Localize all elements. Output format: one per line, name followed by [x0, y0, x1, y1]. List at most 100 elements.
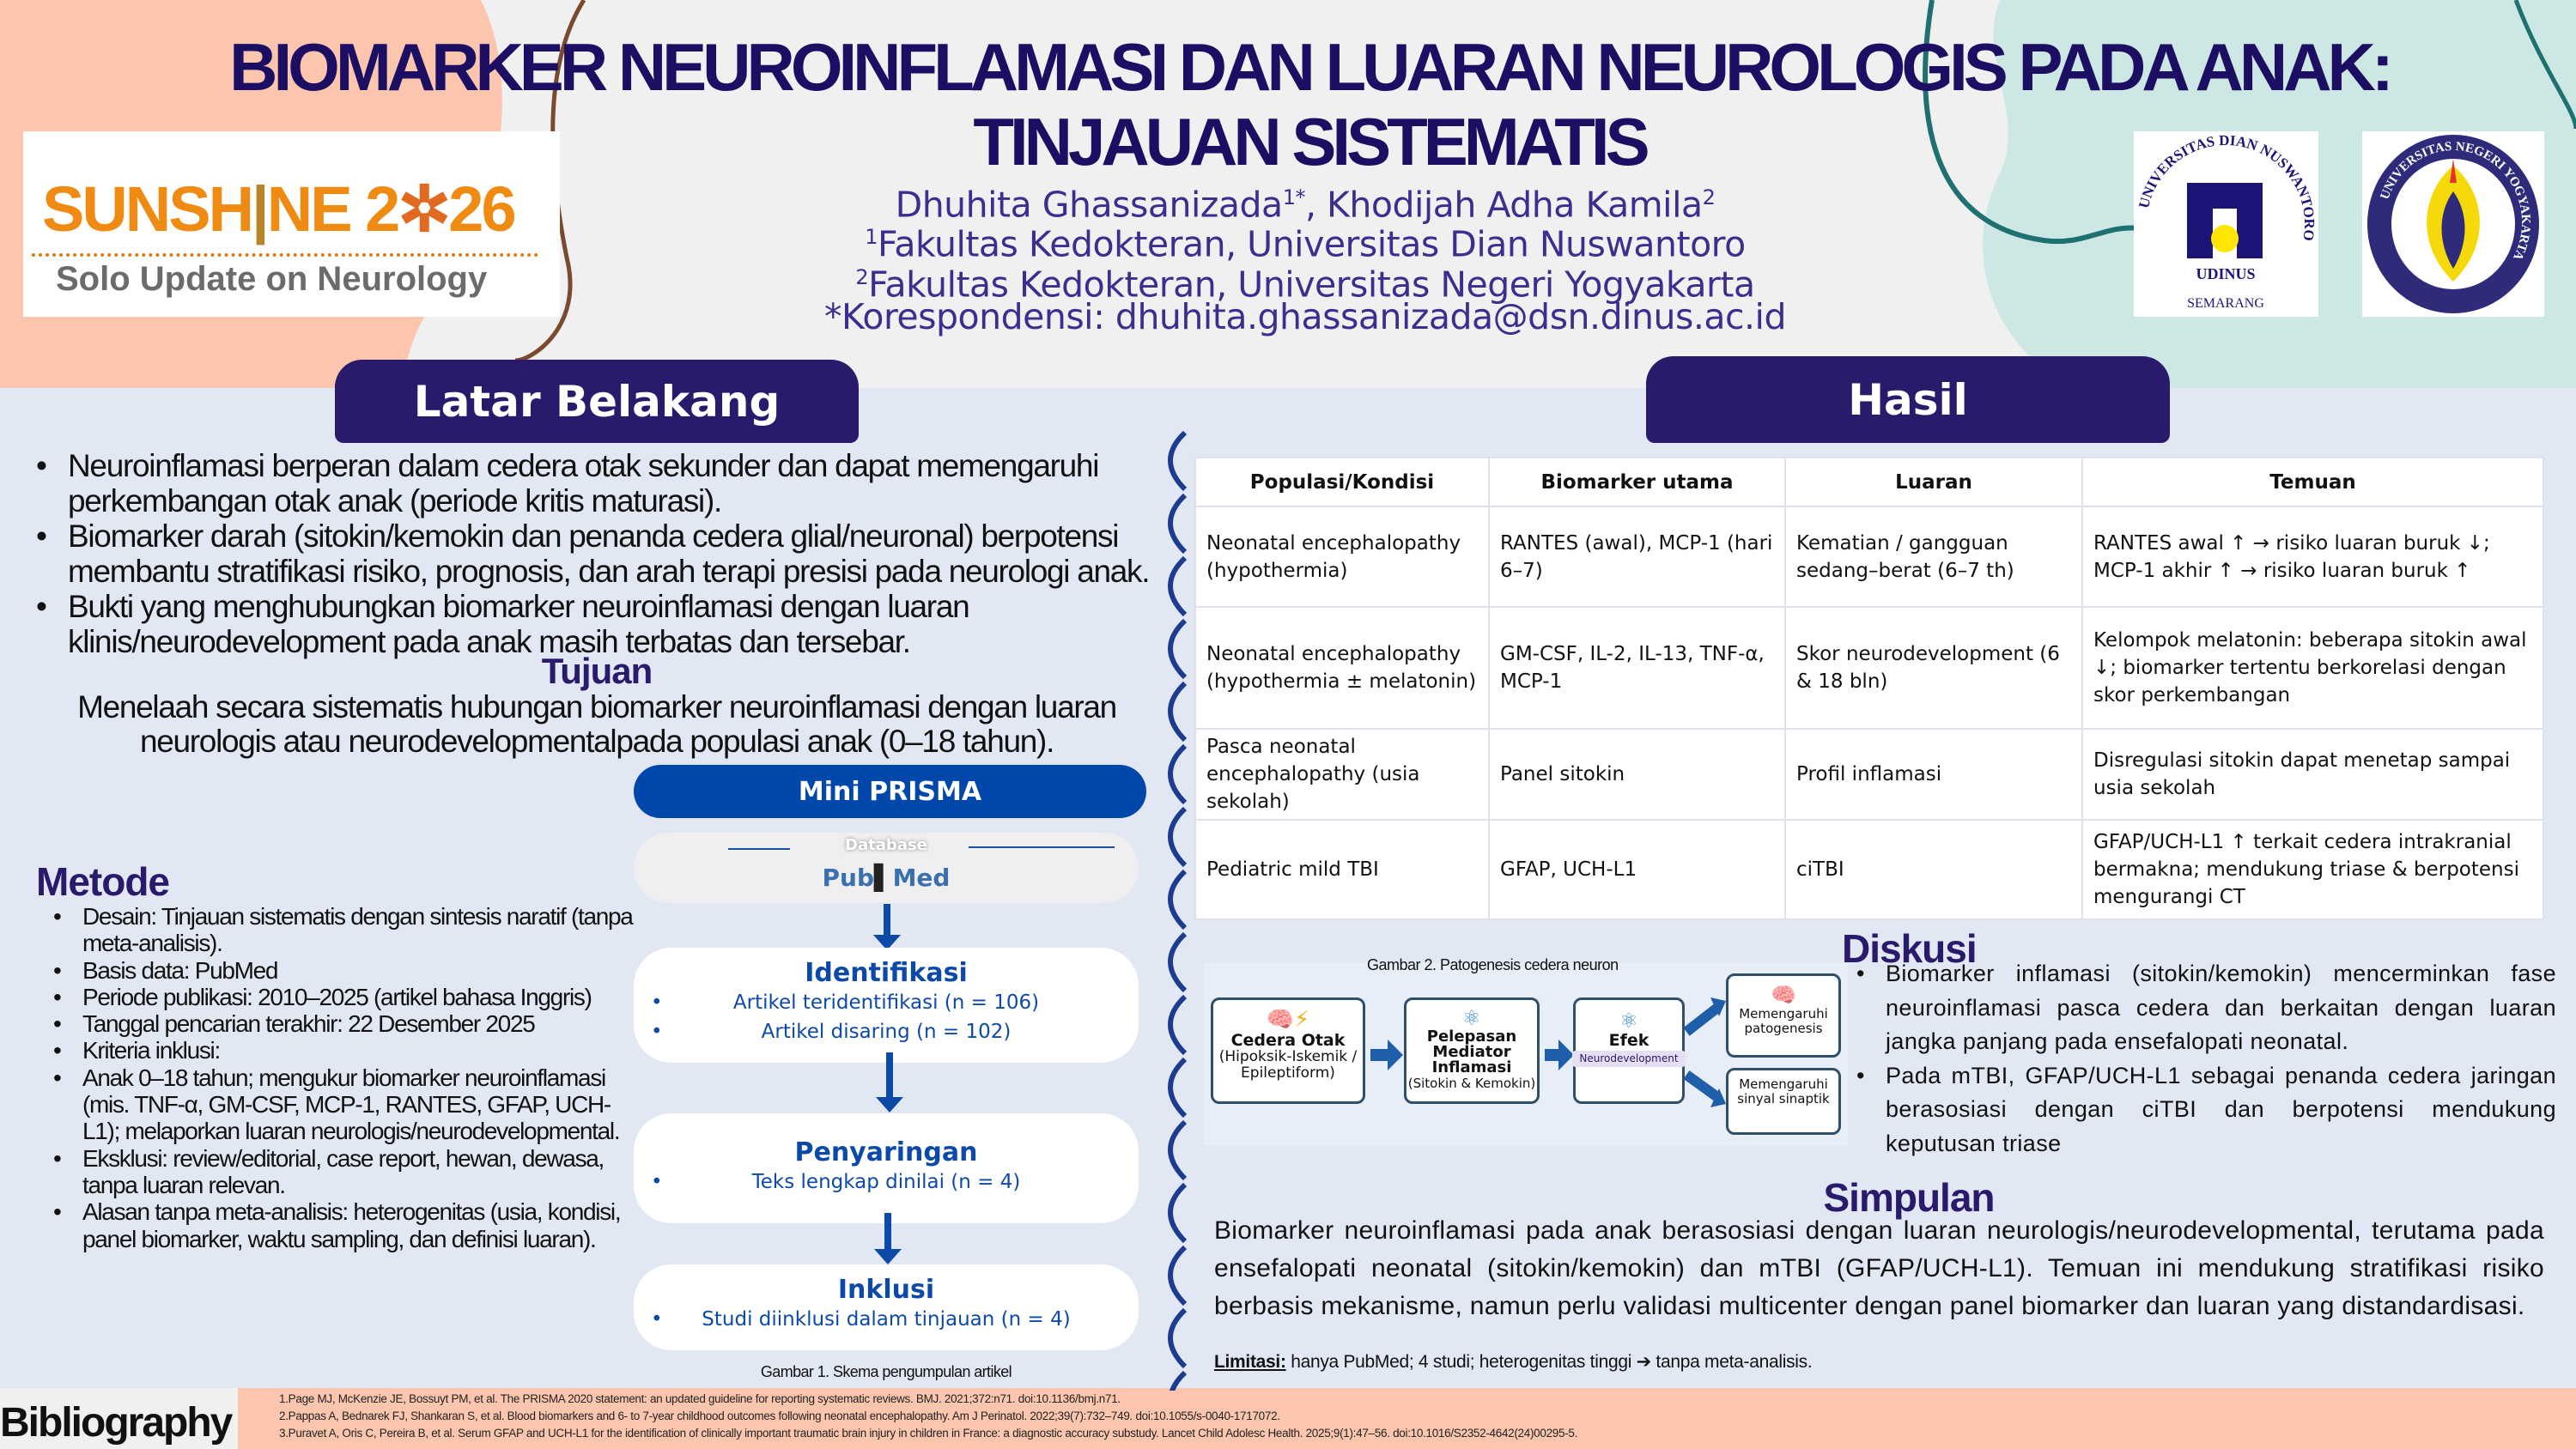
box-title: Memengaruhi patogenesis	[1739, 1006, 1828, 1036]
author-1: Dhuhita Ghassanizada	[895, 184, 1284, 226]
author-separator: ,	[1304, 184, 1327, 226]
metode-heading: Metode	[36, 859, 170, 904]
tujuan-text: Menelaah secara sistematis hubungan biom…	[77, 689, 1117, 759]
database-label: Database	[845, 836, 927, 854]
table-cell: Disregulasi sitokin dapat menetap sampai…	[2081, 728, 2544, 821]
scallop-arc	[1168, 1245, 1188, 1307]
table-row: Pasca neonatal encephalopathy (usia seko…	[1194, 728, 2544, 821]
sinyal-sinaptik-box: Memengaruhi sinyal sinaptik	[1726, 1068, 1841, 1135]
reference-item: 1.Page MJ, McKenzie JE, Bossuyt PM, et a…	[279, 1392, 1121, 1405]
sunshine-2026-logo: SUNSH|NE 2✲26 Solo Update on Neurology	[23, 131, 560, 317]
aff1-sup: 1	[865, 225, 878, 249]
reference-item: 2.Pappas A, Bednarek FJ, Shankaran S, et…	[279, 1410, 1280, 1422]
reference-item: 3.Puravet A, Oris C, Pereira B, et al. S…	[279, 1427, 1578, 1440]
table-cell: RANTES (awal), MCP-1 (hari 6–7)	[1488, 506, 1786, 608]
metode-item: Tanggal pencarian terakhir: 22 Desember …	[38, 1010, 639, 1038]
penyaringan-item: Teks lengkap dinilai (n = 4)	[634, 1167, 1139, 1197]
flow-arrow	[1370, 1040, 1403, 1070]
scallop-arc	[1168, 1307, 1188, 1369]
table-cell: Kelompok melatonin: beberapa sitokin awa…	[2081, 606, 2544, 730]
inklusi-heading: Inklusi	[837, 1275, 935, 1305]
identifikasi-heading: Identifikasi	[805, 958, 968, 988]
table-cell: GFAP/UCH-L1 ↑ terkait cedera intrakrania…	[2081, 819, 2544, 920]
metode-list: Desain: Tinjauan sistematis dengan sinte…	[38, 903, 639, 1252]
uny-logo: UNIVERSITAS NEGERI YOGYAKARTA	[2362, 131, 2544, 317]
box-title: Pelepasan Mediator Inflamasi	[1426, 1028, 1517, 1076]
table-cell: Skor neurodevelopment (6 & 18 bln)	[1784, 606, 2083, 730]
box-title: Efek	[1608, 1031, 1649, 1050]
author-1-sup: 1*	[1282, 185, 1306, 209]
latar-item: Biomarker darah (sitokin/kemokin dan pen…	[36, 518, 1161, 589]
box-title: Memengaruhi sinyal sinaptik	[1737, 1076, 1830, 1106]
poster-title-line1: BIOMARKER NEUROINFLAMASI DAN LUARAN NEUR…	[229, 29, 2394, 105]
scallop-arc	[1168, 618, 1188, 680]
diskusi-item: Pada mTBI, GFAP/UCH-L1 sebagai penanda c…	[1856, 1059, 2556, 1161]
flow-arrow	[1545, 1040, 1574, 1070]
box-subtitle: (Sitokin & Kemokin)	[1407, 1076, 1536, 1091]
scallop-arc	[1168, 555, 1188, 617]
latar-belakang-heading: Latar Belakang	[335, 360, 859, 443]
figure2-pathogenesis: Gambar 2. Patogenesis cedera neuron 🧠⚡ C…	[1204, 956, 1848, 1145]
molecule-icon: ⚛	[1462, 1006, 1481, 1030]
poster-title-line2: TINJAUAN SISTEMATIS	[973, 104, 1649, 179]
table-cell: ciTBI	[1784, 819, 2083, 920]
scallop-arc	[1168, 931, 1188, 993]
cedera-otak-box: 🧠⚡ Cedera Otak (Hipoksik-Iskemik / Epile…	[1211, 997, 1365, 1104]
latar-list: Neuroinflamasi berperan dalam cedera ota…	[36, 448, 1161, 659]
tower-icon: |	[252, 173, 270, 245]
scallop-arc	[1168, 1182, 1188, 1244]
metode-item: Basis data: PubMed	[38, 957, 639, 985]
scallop-arc	[1168, 681, 1188, 743]
simpulan-heading: Simpulan	[1823, 1175, 1995, 1220]
diskusi-list: Biomarker inflamasi (sitokin/kemokin) me…	[1856, 957, 2556, 1161]
bibliography-heading: Bibliography	[0, 1400, 233, 1446]
author-2-sup: 2	[1702, 185, 1716, 209]
table-cell: GFAP, UCH-L1	[1488, 819, 1786, 920]
results-table: Populasi/Kondisi Biomarker utama Luaran …	[1194, 457, 2544, 920]
aff2-text: Fakultas Kedokteran, Universitas Negeri …	[868, 264, 1755, 306]
aff1-text: Fakultas Kedokteran, Universitas Dian Nu…	[878, 223, 1746, 265]
penyaringan-heading: Penyaringan	[794, 1137, 978, 1167]
brain-lightning-icon: 🧠⚡	[1266, 1007, 1310, 1033]
penyaringan-box: Penyaringan Teks lengkap dinilai (n = 4)	[634, 1113, 1139, 1223]
latar-item: Neuroinflamasi berperan dalam cedera ota…	[36, 448, 1161, 518]
scallop-arc	[1168, 430, 1188, 492]
metode-item: Desain: Tinjauan sistematis dengan sinte…	[38, 903, 639, 957]
box-title: Cedera Otak	[1230, 1031, 1346, 1050]
metode-item: Eksklusi: review/editorial, case report,…	[38, 1145, 639, 1199]
column-header: Luaran	[1784, 457, 2083, 507]
svg-text:UDINUS: UDINUS	[2196, 265, 2255, 282]
table-cell: Pediatric mild TBI	[1194, 819, 1490, 920]
aff2-sup: 2	[855, 265, 869, 289]
table-cell: Kematian / gangguan sedang–berat (6–7 th…	[1784, 506, 2083, 608]
scallop-arc	[1168, 994, 1188, 1056]
scallop-arc	[1168, 1057, 1188, 1119]
brain-icon: 🧠	[1771, 983, 1796, 1007]
scallop-arc	[1168, 869, 1188, 931]
udinus-logo: UNIVERSITAS DIAN NUSWANTORO UDINUS SEMAR…	[2134, 131, 2318, 317]
scallop-arc	[1170, 1370, 1188, 1391]
logo-tagline: Solo Update on Neurology	[56, 260, 488, 298]
simpulan-text: Biomarker neuroinflamasi pada anak beras…	[1214, 1216, 2544, 1320]
scalloped-divider	[1168, 430, 1188, 1391]
table-cell: Pasca neonatal encephalopathy (usia seko…	[1194, 728, 1490, 821]
hasil-heading: Hasil	[1646, 356, 2170, 443]
scallop-arc	[1168, 743, 1188, 805]
inklusi-item: Studi diinklusi dalam tinjauan (n = 4)	[634, 1305, 1139, 1334]
efek-box: ⚛ Efek Neurodevelopment	[1572, 997, 1686, 1104]
table-header-row: Populasi/Kondisi Biomarker utama Luaran …	[1194, 457, 2544, 507]
column-header: Populasi/Kondisi	[1194, 457, 1490, 507]
table-cell: Neonatal encephalopathy (hypothermia ± m…	[1194, 606, 1490, 730]
table-cell: GM-CSF, IL-2, IL-13, TNF-α, MCP-1	[1488, 606, 1786, 730]
identifikasi-box: Identifikasi Artikel teridentifikasi (n …	[634, 948, 1139, 1063]
patogenesis-box: 🧠 Memengaruhi patogenesis	[1726, 973, 1841, 1058]
flow-arrow	[876, 1052, 903, 1113]
column-header: Temuan	[2081, 457, 2544, 507]
logo-word2: NE 2	[266, 173, 401, 245]
neurodevelopment-tag: Neurodevelopment	[1572, 1051, 1686, 1067]
mediator-inflamasi-box: ⚛ Pelepasan Mediator Inflamasi (Sitokin …	[1404, 997, 1540, 1104]
figure2-caption: Gambar 2. Patogenesis cedera neuron	[1367, 956, 1619, 973]
metode-item: Periode publikasi: 2010–2025 (artikel ba…	[38, 984, 639, 1011]
box-subtitle: (Hipoksik-Iskemik / Epileptiform)	[1218, 1048, 1358, 1082]
affiliation-1: 1Fakultas Kedokteran, Universitas Dian N…	[687, 217, 1923, 264]
